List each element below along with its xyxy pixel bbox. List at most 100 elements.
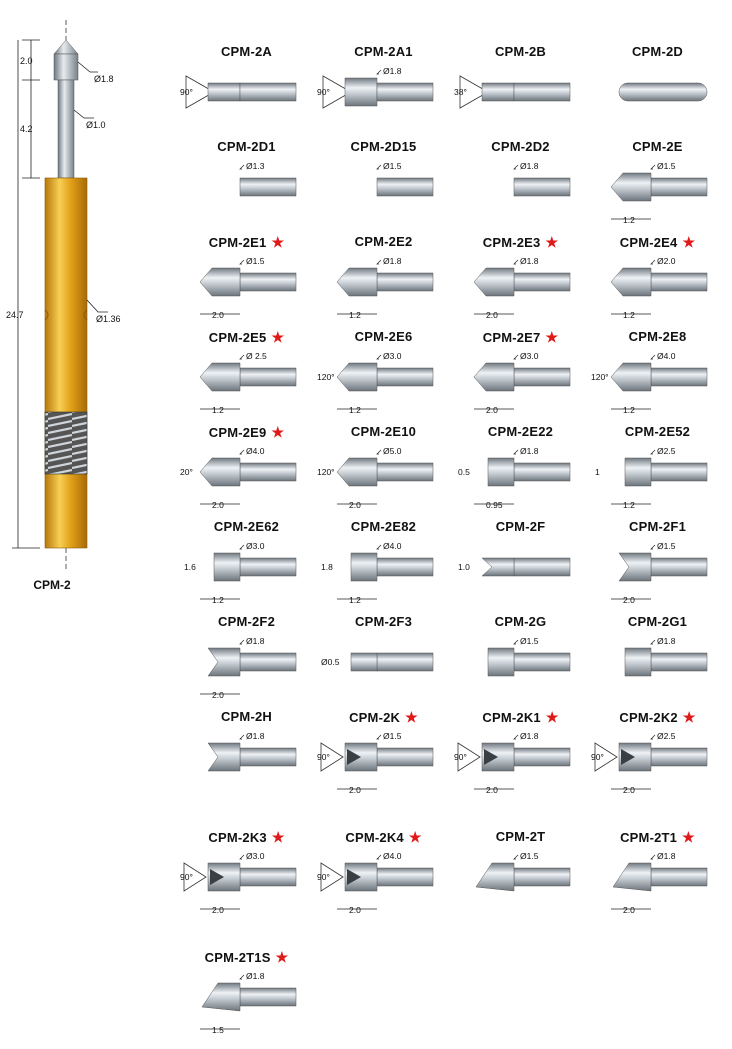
tip-illustration: Ø4.02.090° <box>317 851 434 915</box>
tip-name: CPM-2G <box>494 614 547 629</box>
tip-title: CPM-2E10 <box>315 424 452 439</box>
diameter-label: Ø3.0 <box>246 541 265 551</box>
angle-label: 90° <box>591 752 604 762</box>
tip-name: CPM-2E2 <box>354 234 413 249</box>
tip-illustration: Ø1.81.2 <box>336 256 434 320</box>
tip-illustration: Ø2.52.090° <box>591 731 708 795</box>
tip-title: CPM-2E5 ★ <box>178 329 315 346</box>
star-icon: ★ <box>271 329 285 345</box>
dia-barrel: Ø1.36 <box>96 314 121 324</box>
length-label: 2.0 <box>623 785 635 795</box>
tip-cpm-2b: CPM-2B 38° <box>452 44 589 144</box>
tip-title: CPM-2G <box>452 614 589 629</box>
angle-label: 90° <box>454 752 467 762</box>
tip-title: CPM-2K1★ <box>452 709 589 726</box>
diameter-label: Ø1.5 <box>657 541 676 551</box>
tip-illustration: Ø3.01.21.6 <box>184 541 297 605</box>
tip-name: CPM-2E10 <box>350 424 417 439</box>
star-icon: ★ <box>545 709 559 725</box>
tip-illustration: Ø1.5 <box>487 636 571 677</box>
diameter-label: Ø4.0 <box>383 851 402 861</box>
tip-title: CPM-2K2 ★ <box>589 709 726 726</box>
main-pin-name: CPM-2 <box>33 578 71 592</box>
tip-title: CPM-2E1★ <box>178 234 315 251</box>
length-label: 2.0 <box>623 595 635 605</box>
diameter-label: Ø1.5 <box>383 161 402 171</box>
height-label: 1 <box>595 467 600 477</box>
tip-name: CPM-2E5 <box>208 330 267 345</box>
tip-illustration: Ø 2.51.2 <box>199 351 297 415</box>
tip-name: CPM-2K2 <box>619 710 678 725</box>
diameter-label: Ø1.5 <box>520 636 539 646</box>
main-pin-svg <box>12 20 108 570</box>
diameter-label: Ø1.8 <box>657 636 676 646</box>
diameter-label: Ø1.5 <box>520 851 539 861</box>
diameter-label: Ø 2.5 <box>246 351 267 361</box>
tip-name: CPM-2E <box>632 139 683 154</box>
diameter-label: Ø3.0 <box>383 351 402 361</box>
tip-name: CPM-2E52 <box>624 424 691 439</box>
angle-label: 120° <box>317 467 335 477</box>
angle-label: 120° <box>591 372 609 382</box>
tip-name: CPM-2E6 <box>354 329 413 344</box>
angle-label: 38° <box>454 87 467 97</box>
tip-title: CPM-2F2 <box>178 614 315 629</box>
tip-illustration: Ø4.01.21.8 <box>321 541 434 605</box>
tip-cpm-2g: CPM-2G Ø1.5 <box>452 614 589 714</box>
length-label: 2.0 <box>212 310 224 320</box>
tip-title: CPM-2E52 <box>589 424 726 439</box>
star-icon: ★ <box>682 709 696 725</box>
length-label: 1.2 <box>349 405 361 415</box>
star-icon: ★ <box>545 329 559 345</box>
tip-name: CPM-2H <box>220 709 273 724</box>
length-label: 2.0 <box>212 690 224 700</box>
tip-title: CPM-2D1 <box>178 139 315 154</box>
tip-title: CPM-2E22 <box>452 424 589 439</box>
length-label: 2.0 <box>486 405 498 415</box>
dim-tip-length: 2.0 <box>20 56 33 66</box>
tip-name: CPM-2E22 <box>487 424 554 439</box>
tip-illustration: Ø1.8 2.0 <box>200 636 297 700</box>
tip-illustration: Ø1.51.2 <box>610 161 708 225</box>
diameter-label: Ø1.5 <box>657 161 676 171</box>
tip-name: CPM-2E82 <box>350 519 417 534</box>
tip-illustration: Ø1.8 <box>513 161 571 197</box>
diameter-label: Ø1.8 <box>657 851 676 861</box>
diameter-label: Ø1.8 <box>246 636 265 646</box>
length-label: 1.2 <box>623 500 635 510</box>
star-icon: ★ <box>271 234 285 250</box>
tip-name: CPM-2F1 <box>628 519 687 534</box>
tip-name: CPM-2A1 <box>354 44 413 59</box>
diameter-label: Ø1.8 <box>520 731 539 741</box>
tip-cpm-2d: CPM-2D <box>589 44 726 144</box>
tip-title: CPM-2E82 <box>315 519 452 534</box>
tip-name: CPM-2K3 <box>208 830 267 845</box>
diameter-label: Ø1.8 <box>520 446 539 456</box>
tip-title: CPM-2F1 <box>589 519 726 534</box>
tip-name: CPM-2D1 <box>217 139 276 154</box>
tip-name: CPM-2B <box>494 44 547 59</box>
diameter-label: Ø2.0 <box>657 256 676 266</box>
length-label: 1.2 <box>349 310 361 320</box>
tip-title: CPM-2E9★ <box>178 424 315 441</box>
tip-name: CPM-2E4 <box>619 235 678 250</box>
diameter-label: Ø1.8 <box>246 731 265 741</box>
